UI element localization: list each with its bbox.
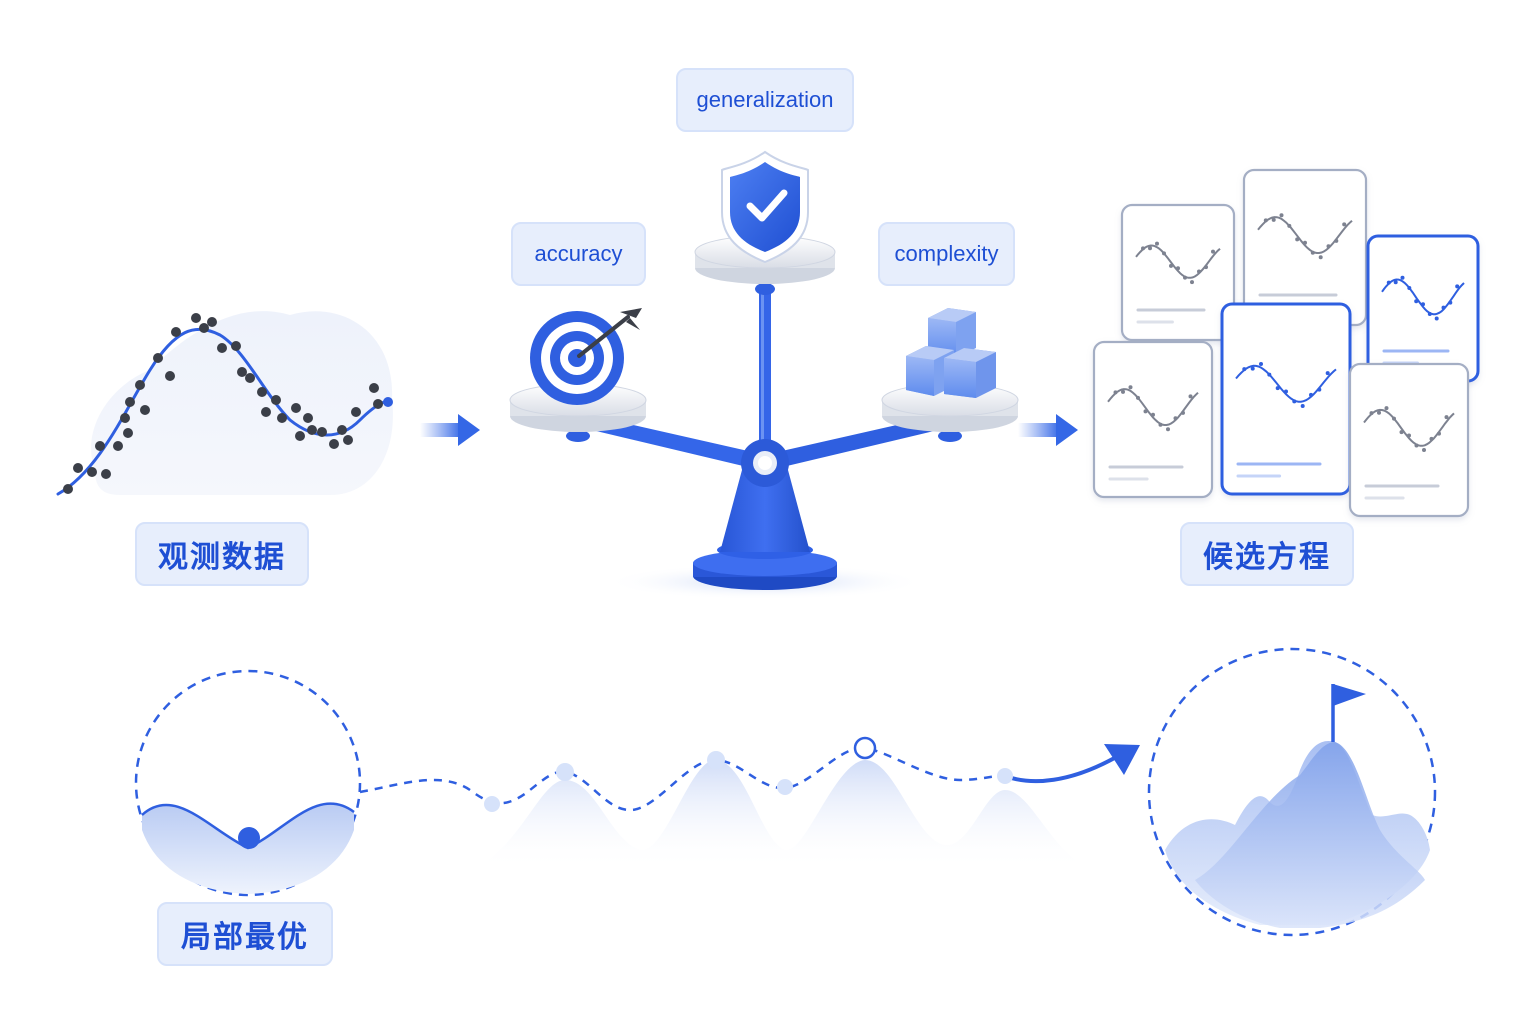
data-point bbox=[257, 387, 267, 397]
data-point bbox=[337, 425, 347, 435]
curve-end-dot bbox=[383, 397, 393, 407]
local-optimum-label: 局部最优 bbox=[157, 902, 333, 966]
data-points bbox=[63, 313, 383, 494]
data-point bbox=[369, 383, 379, 393]
criterion-generalization-label: generalization bbox=[676, 68, 854, 132]
candidate-cards bbox=[1092, 168, 1480, 518]
data-point bbox=[113, 441, 123, 451]
data-point bbox=[120, 413, 130, 423]
flag-icon bbox=[1333, 684, 1366, 706]
criterion-complexity-label: complexity bbox=[878, 222, 1015, 286]
balance-scale-icon bbox=[509, 235, 1019, 600]
data-point bbox=[125, 397, 135, 407]
data-point bbox=[291, 403, 301, 413]
data-point bbox=[303, 413, 313, 423]
data-point bbox=[317, 427, 327, 437]
data-point bbox=[351, 407, 361, 417]
data-point bbox=[95, 441, 105, 451]
candidate-equations-label: 候选方程 bbox=[1180, 522, 1354, 586]
cubes-icon bbox=[906, 308, 996, 398]
data-point bbox=[245, 373, 255, 383]
candidate-card bbox=[1242, 168, 1368, 327]
data-point bbox=[73, 463, 83, 473]
fit-curve bbox=[56, 327, 392, 496]
data-point bbox=[231, 341, 241, 351]
data-point bbox=[307, 425, 317, 435]
candidate-card bbox=[1348, 362, 1470, 518]
data-point bbox=[123, 428, 133, 438]
data-point bbox=[277, 413, 287, 423]
data-point bbox=[217, 343, 227, 353]
data-point bbox=[165, 371, 175, 381]
candidate-card bbox=[1092, 340, 1214, 499]
data-point bbox=[271, 395, 281, 405]
data-point bbox=[153, 353, 163, 363]
data-point bbox=[140, 405, 150, 415]
arrow-left bbox=[420, 414, 480, 446]
data-point bbox=[261, 407, 271, 417]
candidate-card bbox=[1220, 302, 1352, 496]
landscape-hills bbox=[470, 760, 1090, 870]
data-point bbox=[87, 467, 97, 477]
observed-data-label: 观测数据 bbox=[135, 522, 309, 586]
target-icon bbox=[530, 308, 642, 405]
data-point bbox=[373, 399, 383, 409]
data-point bbox=[191, 313, 201, 323]
candidate-card bbox=[1366, 234, 1480, 383]
ball bbox=[238, 827, 260, 849]
data-point bbox=[343, 435, 353, 445]
data-point bbox=[207, 317, 217, 327]
local-optimum-circle bbox=[134, 669, 362, 897]
data-point bbox=[101, 469, 111, 479]
candidate-card bbox=[1120, 203, 1236, 342]
data-point bbox=[135, 380, 145, 390]
global-optimum-circle bbox=[1147, 647, 1437, 937]
data-point bbox=[237, 367, 247, 377]
shield-check-icon bbox=[721, 150, 809, 264]
data-point bbox=[199, 323, 209, 333]
data-point bbox=[329, 439, 339, 449]
observed-data-plot bbox=[56, 311, 393, 496]
data-background-blob bbox=[91, 311, 393, 495]
criterion-accuracy-label: accuracy bbox=[511, 222, 646, 286]
arrow-right bbox=[1018, 414, 1078, 446]
data-point bbox=[171, 327, 181, 337]
data-point bbox=[295, 431, 305, 441]
search-path bbox=[359, 736, 1140, 812]
data-point bbox=[63, 484, 73, 494]
